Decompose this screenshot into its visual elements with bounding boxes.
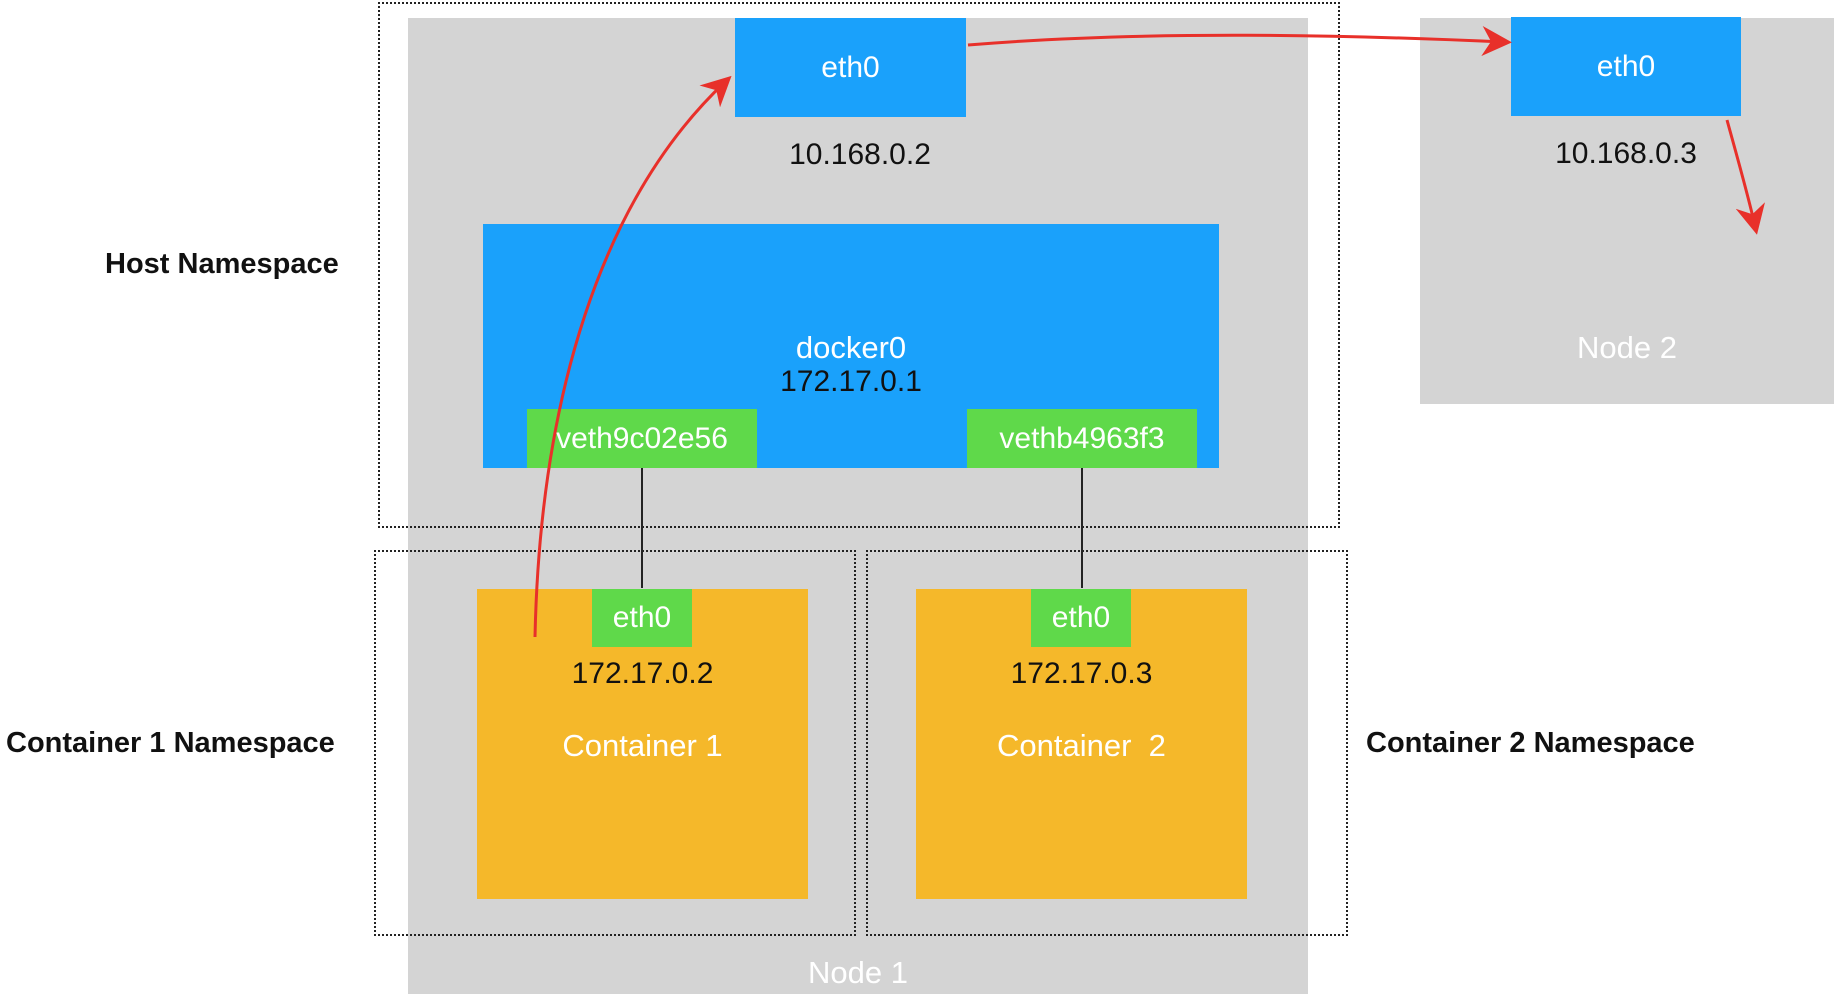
container1-namespace-box <box>374 550 856 936</box>
host-namespace-title: Host Namespace <box>105 248 339 280</box>
container2-ip: 172.17.0.3 <box>1010 657 1153 690</box>
docker0-name: docker0 <box>795 330 907 365</box>
container2-eth0: eth0 <box>1031 589 1131 647</box>
node1-eth0: eth0 <box>735 18 966 117</box>
flow-arrow-container-to-eth0 <box>533 75 732 638</box>
container2-label: Container 2 <box>997 728 1166 763</box>
container1-label: Container 1 <box>562 728 723 763</box>
veth1-link-line <box>641 468 643 588</box>
docker0-ip: 172.17.0.1 <box>780 365 922 398</box>
node2-eth0: eth0 <box>1511 17 1741 116</box>
node1-eth0-ip: 10.168.0.2 <box>789 138 931 171</box>
node2-label: Node 2 <box>1577 330 1677 365</box>
container1-namespace-title: Container 1 Namespace <box>6 727 335 759</box>
container2-namespace-title: Container 2 Namespace <box>1366 727 1695 759</box>
node1-label: Node 1 <box>808 955 908 990</box>
node2-eth0-ip: 10.168.0.3 <box>1555 137 1697 170</box>
veth-container1: veth9c02e56 <box>527 409 757 468</box>
veth2-link-line <box>1081 468 1083 588</box>
flow-arrow-node2-inbound <box>1725 119 1766 235</box>
veth-container2: vethb4963f3 <box>967 409 1197 468</box>
container1-eth0: eth0 <box>592 589 692 647</box>
host-namespace-box <box>378 2 1340 528</box>
flow-arrow-node1-to-node2 <box>967 26 1512 57</box>
container1-ip: 172.17.0.2 <box>571 657 714 690</box>
container2-namespace-box <box>866 550 1348 936</box>
